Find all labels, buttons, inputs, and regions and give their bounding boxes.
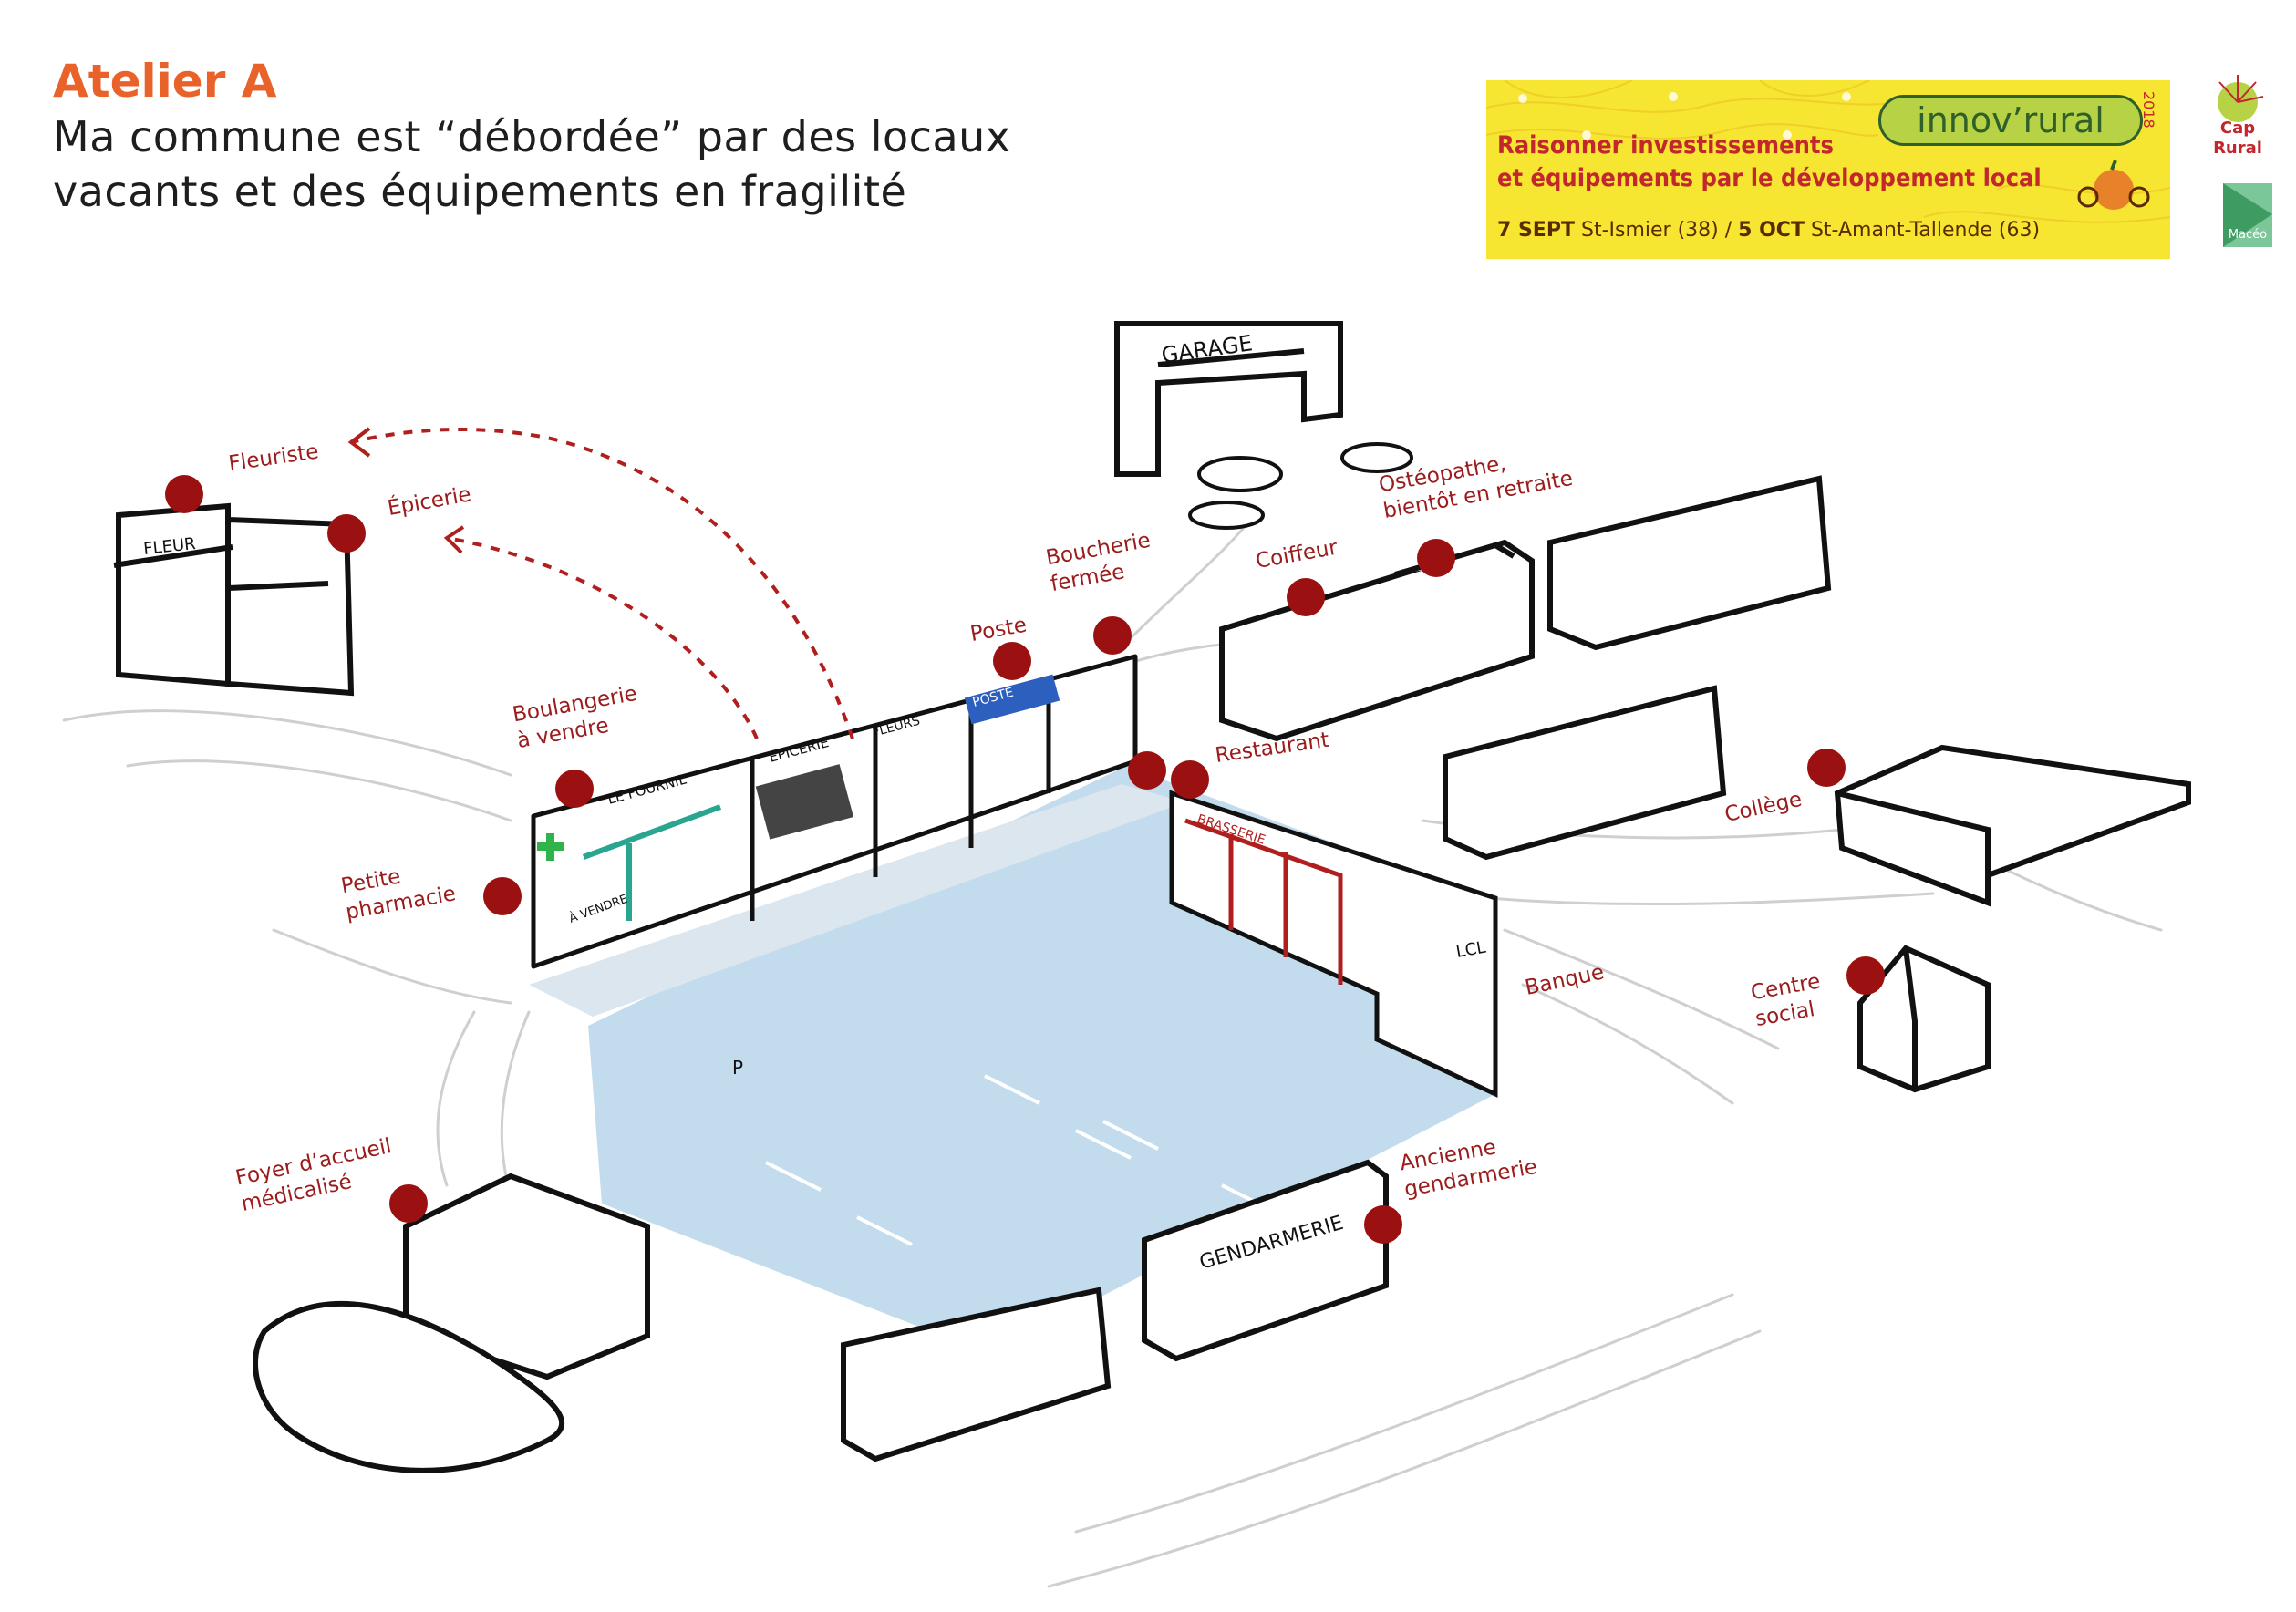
- pin-icon: [1842, 92, 1851, 101]
- page-subtitle-line2: vacants et des équipements en fragilité: [53, 167, 907, 216]
- northwest-shops: [113, 502, 355, 697]
- row-houses-north: [1443, 475, 1832, 861]
- banner-headline-2: et équipements par le développement loca…: [1497, 164, 2042, 192]
- date2-place: St-Amant-Tallende (63): [1804, 219, 2041, 242]
- cap-rural-logo: Cap Rural: [2198, 71, 2278, 171]
- brasserie-front: [1184, 818, 1343, 985]
- markers: [165, 475, 1885, 1244]
- date1-place: St-Ismier (38): [1574, 219, 1719, 242]
- gendarmerie-building: [1142, 1159, 1389, 1362]
- grocery-shutter: [755, 764, 854, 840]
- arrow-head-icon: [347, 427, 371, 458]
- streets: [62, 509, 2163, 1588]
- marker-boulangerie: [555, 770, 594, 808]
- topographic-pattern: [1486, 80, 2170, 223]
- banner-headline-1: Raisonner investissements: [1497, 131, 1834, 160]
- brand-name: innov’rural: [1917, 100, 2105, 140]
- garage-building: [1114, 321, 1343, 477]
- title-block: Atelier A Ma commune est “débordée” par …: [53, 53, 1238, 219]
- college-building: [1834, 744, 2191, 907]
- date1-day: 7 SEPT: [1497, 219, 1575, 242]
- arrow-head-icon: [443, 525, 465, 554]
- marker-foyer: [389, 1184, 428, 1223]
- marker-restaurant-2: [1171, 760, 1209, 799]
- marker-epicerie: [327, 514, 366, 553]
- marker-pharmacie: [483, 877, 522, 915]
- maceo-logo: Macéo: [2218, 178, 2278, 258]
- garage-cars: [1188, 442, 1413, 530]
- page-title: Atelier A: [53, 55, 277, 108]
- date-separator: /: [1718, 219, 1739, 242]
- marker-centre-social: [1846, 956, 1885, 995]
- maceo-logo-text: Macéo: [2229, 228, 2267, 242]
- pin-icon: [1518, 94, 1527, 103]
- relocation-arrows: [350, 427, 854, 739]
- marker-gendarmerie: [1364, 1205, 1402, 1244]
- pin-icon: [1783, 130, 1792, 140]
- marker-college: [1807, 749, 1846, 787]
- marker-osteopathe: [1417, 539, 1455, 577]
- event-banner: innov’rural 2018 Raisonner investissemen…: [1486, 80, 2170, 259]
- foyer-building: [253, 1173, 650, 1473]
- marker-poste: [993, 642, 1031, 680]
- page-subtitle-line1: Ma commune est “débordée” par des locaux: [53, 112, 1011, 161]
- east-row: [1169, 790, 1498, 1098]
- pin-icon: [1669, 92, 1678, 101]
- date2-day: 5 OCT: [1738, 219, 1805, 242]
- bakery-front: [582, 804, 722, 921]
- post-office-sign: [964, 674, 1060, 725]
- arrow-heads: [347, 427, 465, 554]
- brand-pill: innov’rural: [1878, 95, 2143, 146]
- banner-year: 2018: [2140, 91, 2157, 129]
- marker-boucherie: [1093, 616, 1132, 655]
- marker-coiffeur: [1287, 578, 1325, 616]
- sign-parking: P: [732, 1057, 743, 1079]
- pharmacy-cross-icon: [537, 833, 564, 861]
- marker-restaurant-1: [1128, 751, 1166, 790]
- social-center-building: [1857, 945, 1991, 1093]
- marker-fleuriste: [165, 475, 203, 513]
- row-houses-south: [841, 1286, 1112, 1462]
- pumpkin-cart-icon: [2077, 160, 2150, 210]
- pin-icon: [1582, 130, 1591, 140]
- cap-rural-logo-text: Cap Rural: [2213, 119, 2262, 158]
- banner-dates: 7 SEPT St-Ismier (38) / 5 OCT St-Amant-T…: [1497, 219, 2040, 242]
